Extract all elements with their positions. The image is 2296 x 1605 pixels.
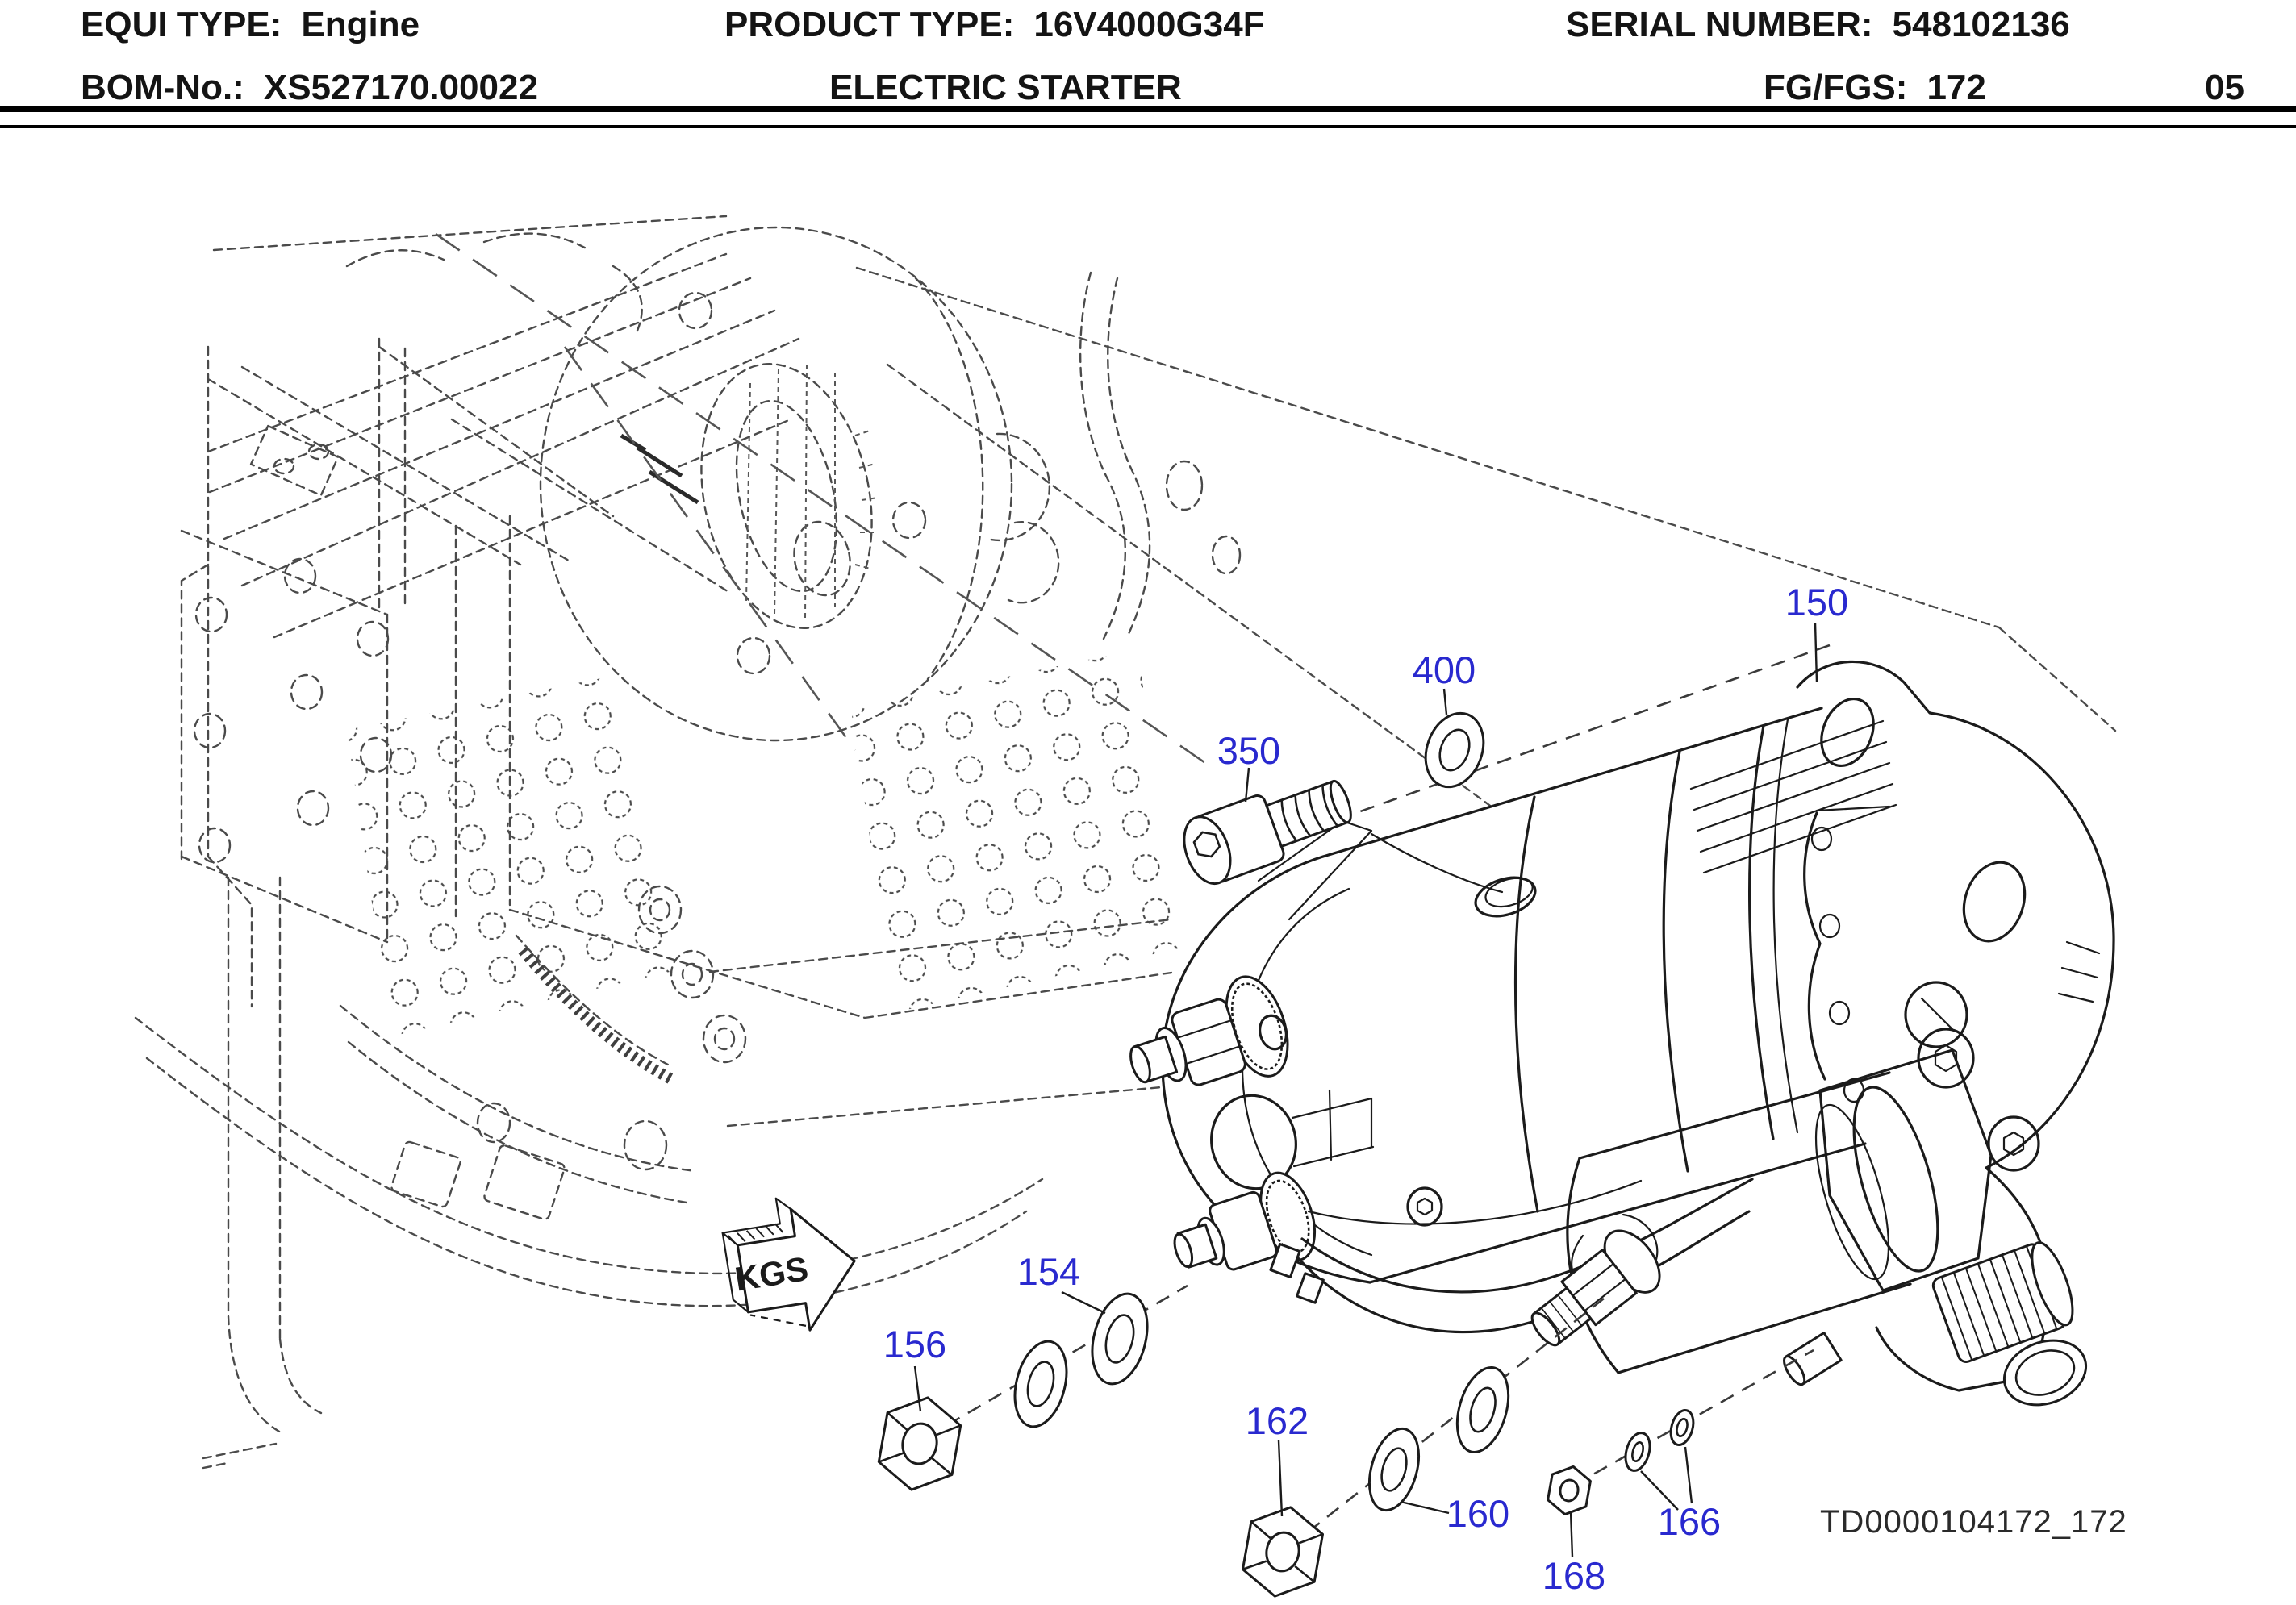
- nut-156: [877, 1396, 962, 1491]
- mounting-stud-lower: [1530, 1229, 1661, 1347]
- fg-value: 172: [1927, 68, 1986, 107]
- fg-fgs: FG/FGS: 172: [1764, 68, 1986, 108]
- subtitle: ELECTRIC STARTER: [829, 68, 1182, 107]
- callout-400: 400: [1413, 648, 1476, 691]
- callout-154: 154: [1017, 1250, 1080, 1293]
- header-divider: [0, 106, 2296, 128]
- bottom-hoses: [134, 876, 1181, 1470]
- serial-number-value: 548102136: [1892, 5, 2070, 44]
- fg-label: FG/FGS:: [1764, 68, 1908, 107]
- motor-body: [1161, 707, 1867, 1284]
- pinion-coupler: [1931, 1241, 2088, 1407]
- equi-type-label: EQUI TYPE:: [81, 5, 282, 44]
- washer-162: [1368, 1427, 1420, 1512]
- wiring-harness: [1269, 1178, 1754, 1334]
- product-type-value: 16V4000G34F: [1033, 5, 1265, 44]
- callout-350: 350: [1217, 729, 1280, 772]
- engine-block-drawing: [134, 215, 1242, 1470]
- washer-166a: [1624, 1432, 1651, 1472]
- callout-150: 150: [1785, 581, 1848, 623]
- callout-168: 168: [1542, 1554, 1605, 1597]
- solenoid: [1566, 1048, 1993, 1374]
- bom-number: BOM-No.: XS527170.00022: [81, 68, 538, 108]
- nut-162: [1241, 1506, 1325, 1598]
- terminal-stud-upper: [1129, 975, 1289, 1086]
- mounting-flange: [1689, 660, 2115, 1392]
- callout-leaders: [913, 622, 1818, 1557]
- perforated-panel-left: [347, 673, 670, 1036]
- nut-168: [1547, 1465, 1592, 1516]
- starter-drawing: [1129, 660, 2116, 1407]
- product-type: PRODUCT TYPE: 16V4000G34F: [724, 5, 1265, 45]
- bom-value: XS527170.00022: [263, 68, 538, 107]
- page-number: 05: [2205, 68, 2244, 107]
- product-type-label: PRODUCT TYPE:: [724, 5, 1015, 44]
- washer-166b: [1669, 1409, 1695, 1446]
- washer-154b: [1013, 1340, 1068, 1428]
- flex-hose-fitting: [515, 885, 747, 1085]
- assembly-center-axis-2: [563, 346, 857, 751]
- flywheel-housing: [454, 226, 1173, 1019]
- serial-number-label: SERIAL NUMBER:: [1566, 5, 1873, 44]
- washer-154: [1091, 1292, 1149, 1386]
- page-title: ELECTRIC STARTER: [829, 68, 1182, 108]
- callout-166: 166: [1658, 1500, 1721, 1543]
- equi-type-value: Engine: [301, 5, 420, 44]
- kgs-direction-arrow: KGS: [721, 1197, 856, 1332]
- perforated-panel-right: [851, 649, 1182, 1012]
- scan-smudge: [620, 433, 699, 505]
- callout-162: 162: [1246, 1399, 1309, 1442]
- callout-160: 160: [1446, 1492, 1509, 1535]
- equi-type: EQUI TYPE: Engine: [81, 5, 420, 45]
- drawing-id: TD0000104172_172: [1820, 1504, 2127, 1540]
- washer-160: [1455, 1365, 1510, 1454]
- washer-400: [1424, 711, 1485, 789]
- assembly-center-axis: [435, 232, 1211, 768]
- callout-156: 156: [883, 1323, 946, 1365]
- serial-number: SERIAL NUMBER: 548102136: [1566, 5, 2070, 45]
- bom-label: BOM-No.:: [81, 68, 244, 107]
- bolt-350: [1183, 779, 1352, 886]
